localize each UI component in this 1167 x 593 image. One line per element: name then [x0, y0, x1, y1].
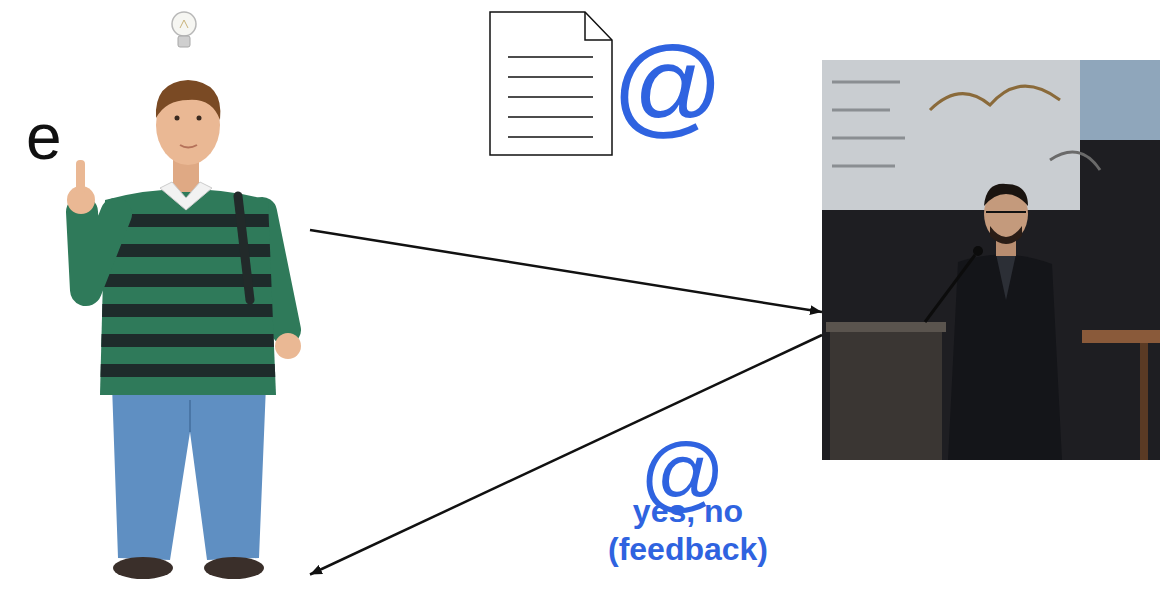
shoe	[204, 557, 264, 579]
mouth	[180, 145, 197, 148]
raised-arm	[82, 212, 116, 290]
connectors	[310, 230, 822, 574]
student-figure	[20, 60, 310, 585]
bulb-glass	[172, 12, 196, 36]
email-symbol: @	[612, 30, 724, 140]
eye	[197, 116, 202, 121]
microphone-stand	[925, 255, 975, 322]
slide-line	[832, 137, 905, 140]
hair	[156, 80, 221, 120]
stripe	[95, 274, 285, 287]
slide-screen	[822, 60, 1080, 210]
podium-top	[826, 322, 946, 332]
jeans	[112, 385, 266, 560]
document-page	[490, 12, 612, 155]
edge-label: yes, no (feedback)	[558, 492, 818, 569]
slide-screen-light	[1080, 60, 1160, 140]
stripe	[95, 334, 285, 347]
backpack-strap	[238, 196, 250, 300]
speaker-photo	[822, 60, 1160, 460]
text-fragment: e	[26, 105, 62, 169]
document-line	[508, 116, 593, 118]
stripe	[95, 304, 285, 317]
slide-formula-mark	[930, 86, 1060, 110]
bulb-filament	[180, 20, 188, 28]
slide-line	[832, 109, 890, 112]
speaker-photo-illustration	[822, 60, 1160, 460]
student-illustration	[67, 80, 301, 579]
document-line	[508, 96, 593, 98]
bulb-base	[178, 36, 190, 47]
lightbulb-icon	[172, 12, 196, 47]
jeans-seam	[189, 400, 191, 432]
stripe	[95, 364, 285, 377]
slide-line	[832, 165, 895, 168]
document-icon	[490, 12, 612, 155]
slide-line	[832, 81, 900, 84]
arrow-connector	[310, 230, 822, 312]
document-line	[508, 56, 593, 58]
slide-formula-mark	[1050, 152, 1100, 170]
hand	[275, 333, 301, 359]
side-table	[1082, 330, 1160, 343]
arrow-connector	[310, 335, 822, 575]
stripe	[95, 244, 285, 257]
shirt-collar	[160, 182, 212, 210]
speaker-shirt	[996, 254, 1016, 300]
pointing-finger	[76, 160, 85, 194]
document-line	[508, 76, 593, 78]
speaker-glasses	[986, 211, 1026, 213]
eye	[175, 116, 180, 121]
speaker-suit	[948, 254, 1062, 460]
document-fold	[585, 12, 612, 40]
podium	[830, 330, 942, 460]
photo-background	[822, 60, 1160, 460]
shoe	[113, 557, 173, 579]
side-table-leg	[1140, 343, 1148, 460]
speaker-hair	[984, 184, 1028, 206]
document-line	[508, 136, 593, 138]
speaker-beard	[990, 226, 1022, 244]
microphone-head	[973, 246, 983, 256]
